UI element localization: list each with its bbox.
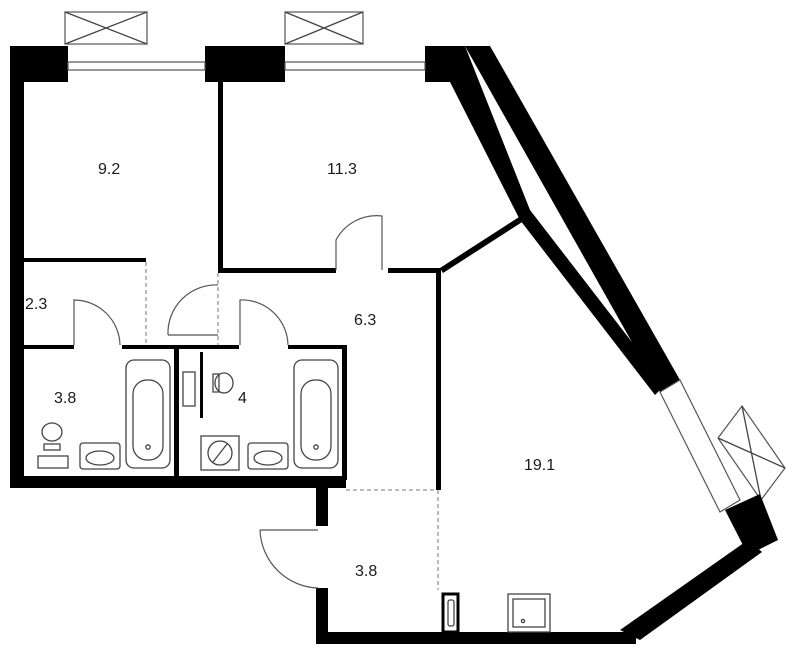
door-bath-right bbox=[239, 299, 289, 346]
door-bedroom-left bbox=[167, 284, 219, 336]
balcony-window-left bbox=[64, 11, 148, 45]
area-label-bedroom-right: 11.3 bbox=[327, 161, 357, 178]
area-label-bedroom-left: 9.2 bbox=[98, 161, 120, 178]
bath-left-fixtures bbox=[37, 359, 171, 470]
area-label-bathroom-left: 3.8 bbox=[54, 390, 76, 407]
door-bedroom-right bbox=[335, 215, 383, 270]
kitchen-fixtures bbox=[441, 592, 551, 634]
balcony-window-middle bbox=[284, 11, 364, 45]
area-label-bathroom-right: 4 bbox=[238, 390, 247, 407]
area-label-living-kitchen: 19.1 bbox=[524, 457, 555, 474]
exterior-walls bbox=[10, 46, 778, 644]
area-label-entrance-hall: 3.8 bbox=[355, 563, 377, 580]
doors bbox=[73, 215, 383, 589]
area-label-wardrobe: 2.3 bbox=[25, 296, 47, 313]
openings bbox=[145, 262, 439, 590]
door-entrance bbox=[259, 529, 319, 589]
bath-right-fixtures bbox=[182, 359, 339, 471]
interior-walls bbox=[24, 82, 533, 490]
door-wardrobe bbox=[73, 299, 121, 346]
balcony-window-right bbox=[717, 404, 786, 502]
area-labels: 9.2 11.3 2.3 6.3 3.8 4 19.1 3.8 bbox=[25, 161, 555, 580]
area-label-hallway: 6.3 bbox=[354, 312, 376, 329]
